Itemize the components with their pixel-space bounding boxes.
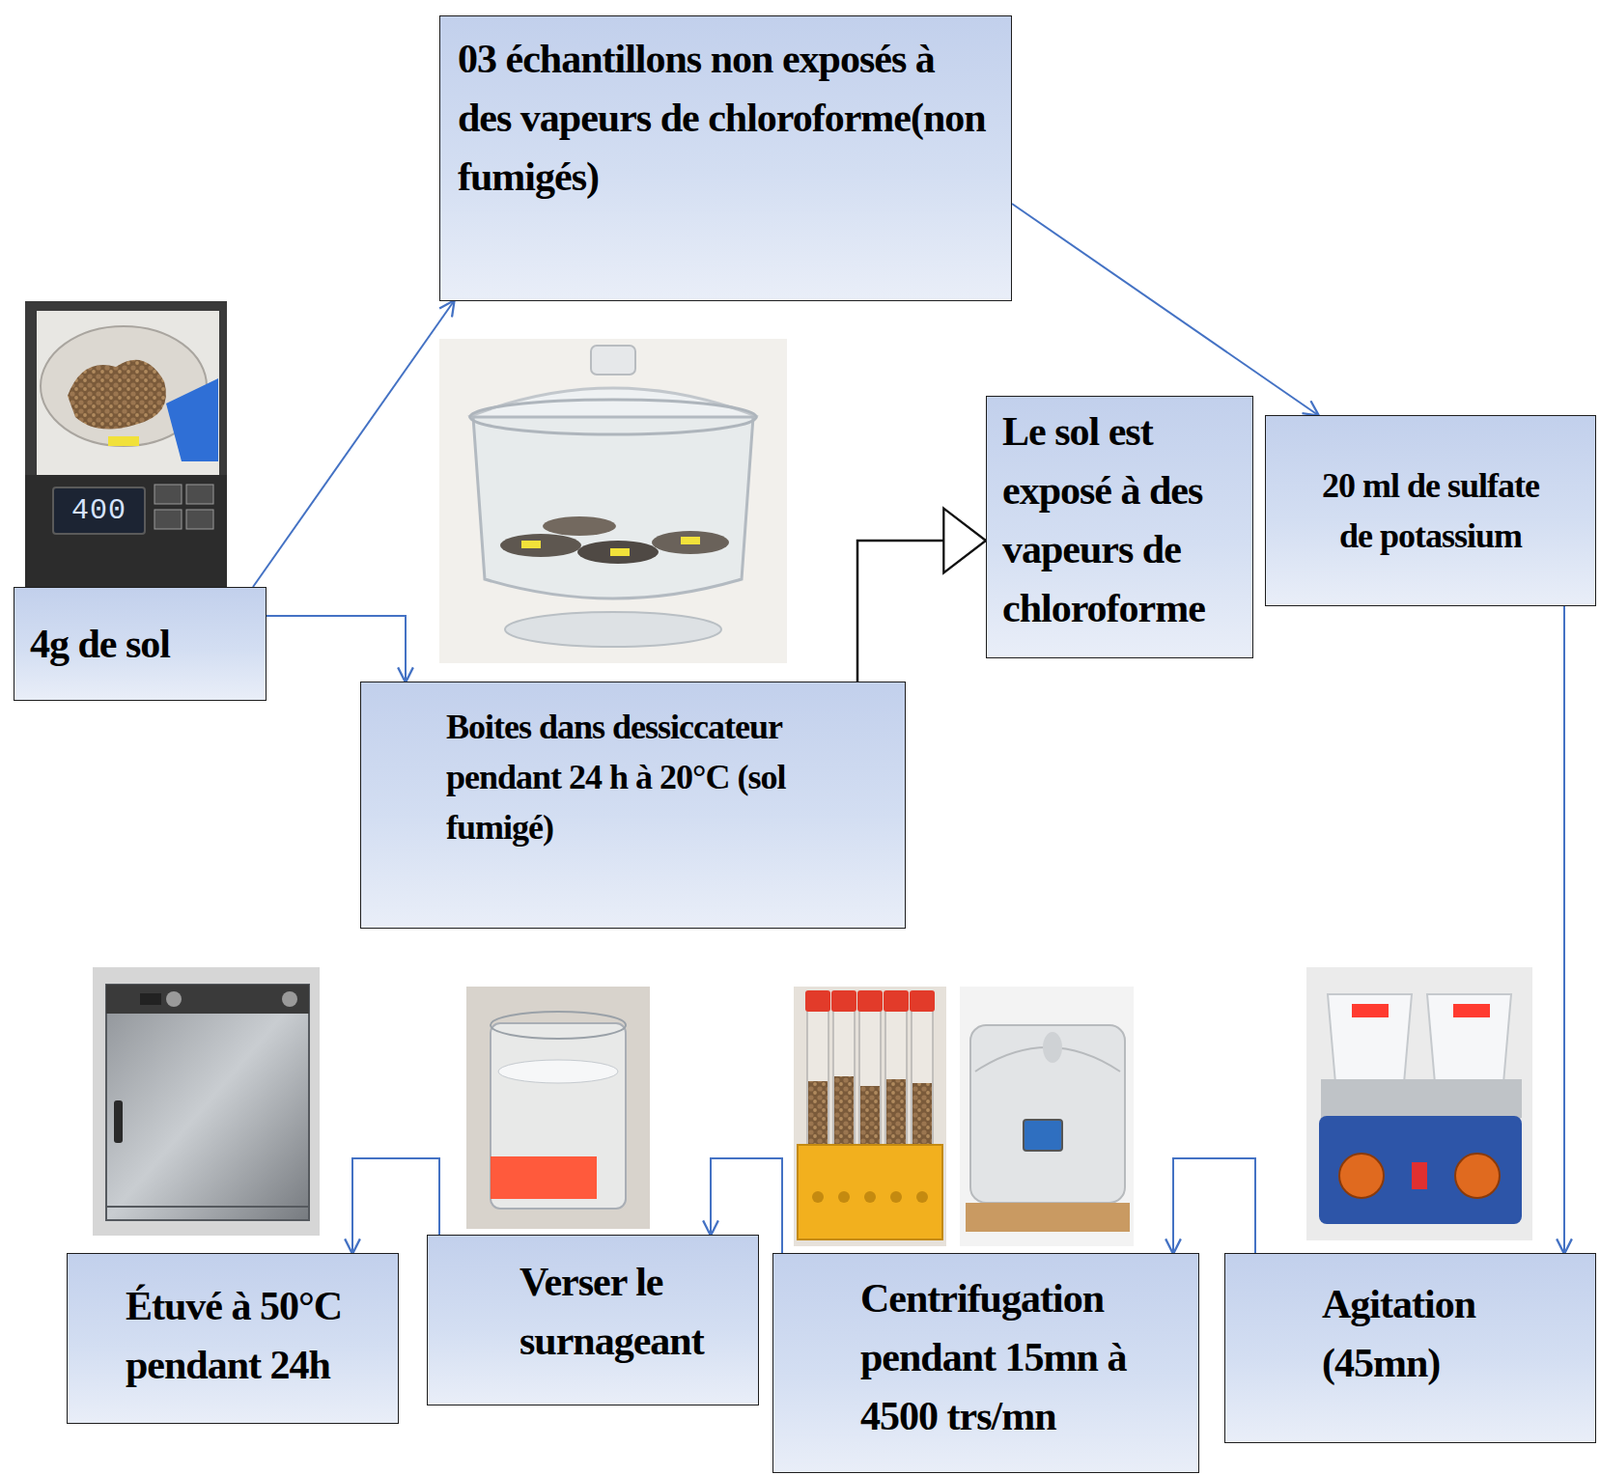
desiccator-photo bbox=[439, 338, 787, 664]
desiccator-photo bbox=[521, 540, 541, 549]
stirrer-photo bbox=[1427, 994, 1512, 1084]
process-box: Étuvé à 50°C pendant 24h bbox=[66, 1253, 399, 1425]
balance-photo bbox=[166, 378, 219, 462]
oven-photo bbox=[92, 967, 320, 1236]
centrifuge-photo bbox=[959, 986, 1134, 1247]
desiccator-photo bbox=[470, 399, 757, 435]
balance-photo bbox=[154, 509, 182, 530]
process-box: 03 échantillons non exposés à des vapeur… bbox=[439, 15, 1012, 302]
desiccator-photo bbox=[439, 338, 787, 664]
flow-arrow bbox=[857, 540, 986, 682]
beaker-photo bbox=[466, 986, 650, 1230]
centrifuge-photo bbox=[1042, 1032, 1063, 1064]
flow-arrow bbox=[1173, 1158, 1256, 1254]
desiccator-photo bbox=[680, 536, 701, 545]
box-text: Centrifugation pendant 15mn à 4500 trs/m… bbox=[860, 1269, 1189, 1447]
box-text: Agitation (45mn) bbox=[1321, 1275, 1582, 1394]
process-box: Agitation (45mn) bbox=[1224, 1253, 1597, 1444]
tubes-photo bbox=[797, 1145, 943, 1240]
desiccator-photo bbox=[610, 548, 630, 557]
stirrer-photo bbox=[1351, 1004, 1389, 1018]
process-box: Boites dans dessiccateur pendant 24 h à … bbox=[360, 681, 906, 929]
desiccator-photo bbox=[590, 345, 636, 375]
stirrer-photo bbox=[1306, 967, 1533, 1241]
oven-photo bbox=[106, 1206, 309, 1208]
balance-photo bbox=[154, 484, 182, 505]
tubes-photo bbox=[909, 990, 935, 1012]
tubes-photo bbox=[793, 986, 947, 1247]
process-box: Verser le surnageant bbox=[426, 1235, 759, 1406]
balance-photo bbox=[25, 301, 227, 588]
stirrer-photo bbox=[1320, 1079, 1522, 1119]
flow-arrow bbox=[1563, 606, 1566, 1254]
scale-reading: 400 bbox=[53, 487, 145, 534]
process-box: Centrifugation pendant 15mn à 4500 trs/m… bbox=[772, 1253, 1200, 1474]
oven-photo bbox=[113, 1100, 123, 1144]
beaker-photo bbox=[490, 1011, 626, 1039]
box-text: 20 ml de sulfate de potassium bbox=[1314, 460, 1547, 562]
process-box: 20 ml de sulfate de potassium bbox=[1264, 415, 1597, 607]
tubes-photo bbox=[890, 1191, 902, 1204]
oven-photo bbox=[106, 984, 309, 1221]
beaker-photo bbox=[490, 1023, 626, 1209]
beaker-photo bbox=[498, 1060, 618, 1084]
balance-photo bbox=[53, 487, 145, 534]
desiccator-photo bbox=[651, 531, 730, 555]
stirrer-photo bbox=[1453, 1004, 1490, 1018]
balance-photo bbox=[108, 436, 140, 447]
flow-arrow bbox=[266, 616, 406, 682]
stirrer-photo bbox=[1319, 1116, 1522, 1225]
process-box: 4g de sol bbox=[13, 587, 267, 702]
balance-photo bbox=[25, 475, 227, 588]
tubes-photo bbox=[883, 990, 909, 1012]
box-text: Verser le surnageant bbox=[519, 1253, 749, 1372]
oven-photo bbox=[281, 991, 298, 1008]
stirrer-photo bbox=[1327, 994, 1412, 1084]
box-text: Boites dans dessiccateur pendant 24 h à … bbox=[446, 701, 886, 854]
oven-photo bbox=[140, 993, 162, 1006]
tubes-photo bbox=[831, 990, 857, 1012]
flow-arrow bbox=[1011, 203, 1319, 416]
beaker-photo bbox=[490, 1156, 597, 1200]
tubes-photo bbox=[864, 1191, 876, 1204]
desiccator-photo bbox=[542, 516, 617, 536]
stirrer-photo bbox=[1339, 1153, 1384, 1199]
oven-photo bbox=[166, 991, 182, 1008]
desiccator-photo bbox=[468, 388, 758, 418]
balance-photo bbox=[25, 301, 227, 588]
box-text: Étuvé à 50°C pendant 24h bbox=[125, 1277, 387, 1396]
centrifuge-photo bbox=[959, 986, 1134, 1247]
oven-photo bbox=[92, 967, 320, 1236]
flow-arrow bbox=[252, 301, 454, 588]
desiccator-photo bbox=[473, 417, 754, 599]
tubes-photo bbox=[916, 1191, 928, 1204]
stirrer-photo bbox=[1306, 967, 1533, 1241]
oven-photo bbox=[106, 984, 309, 1014]
tubes-photo bbox=[805, 990, 831, 1012]
stirrer-photo bbox=[1455, 1153, 1500, 1199]
tubes-photo bbox=[857, 990, 883, 1012]
centrifuge-photo bbox=[965, 1203, 1130, 1233]
desiccator-photo bbox=[505, 612, 722, 647]
tubes-photo bbox=[838, 1191, 850, 1204]
tubes-photo bbox=[793, 986, 947, 1247]
centrifuge-photo bbox=[1023, 1120, 1063, 1151]
tubes-photo bbox=[812, 1191, 824, 1204]
box-text: Le sol est exposé à des vapeurs de chlor… bbox=[1002, 402, 1239, 639]
box-text: 03 échantillons non exposés à des vapeur… bbox=[457, 29, 994, 207]
stirrer-photo bbox=[1411, 1162, 1428, 1190]
process-box: Le sol est exposé à des vapeurs de chlor… bbox=[985, 395, 1254, 659]
balance-photo bbox=[67, 360, 167, 430]
beaker-photo bbox=[466, 986, 650, 1230]
desiccator-photo bbox=[500, 533, 582, 558]
balance-photo bbox=[36, 310, 220, 476]
centrifuge-photo bbox=[970, 1025, 1125, 1204]
box-text: 4g de sol bbox=[29, 615, 251, 674]
desiccator-photo bbox=[577, 540, 659, 564]
balance-photo bbox=[186, 484, 214, 505]
balance-photo bbox=[186, 509, 214, 530]
